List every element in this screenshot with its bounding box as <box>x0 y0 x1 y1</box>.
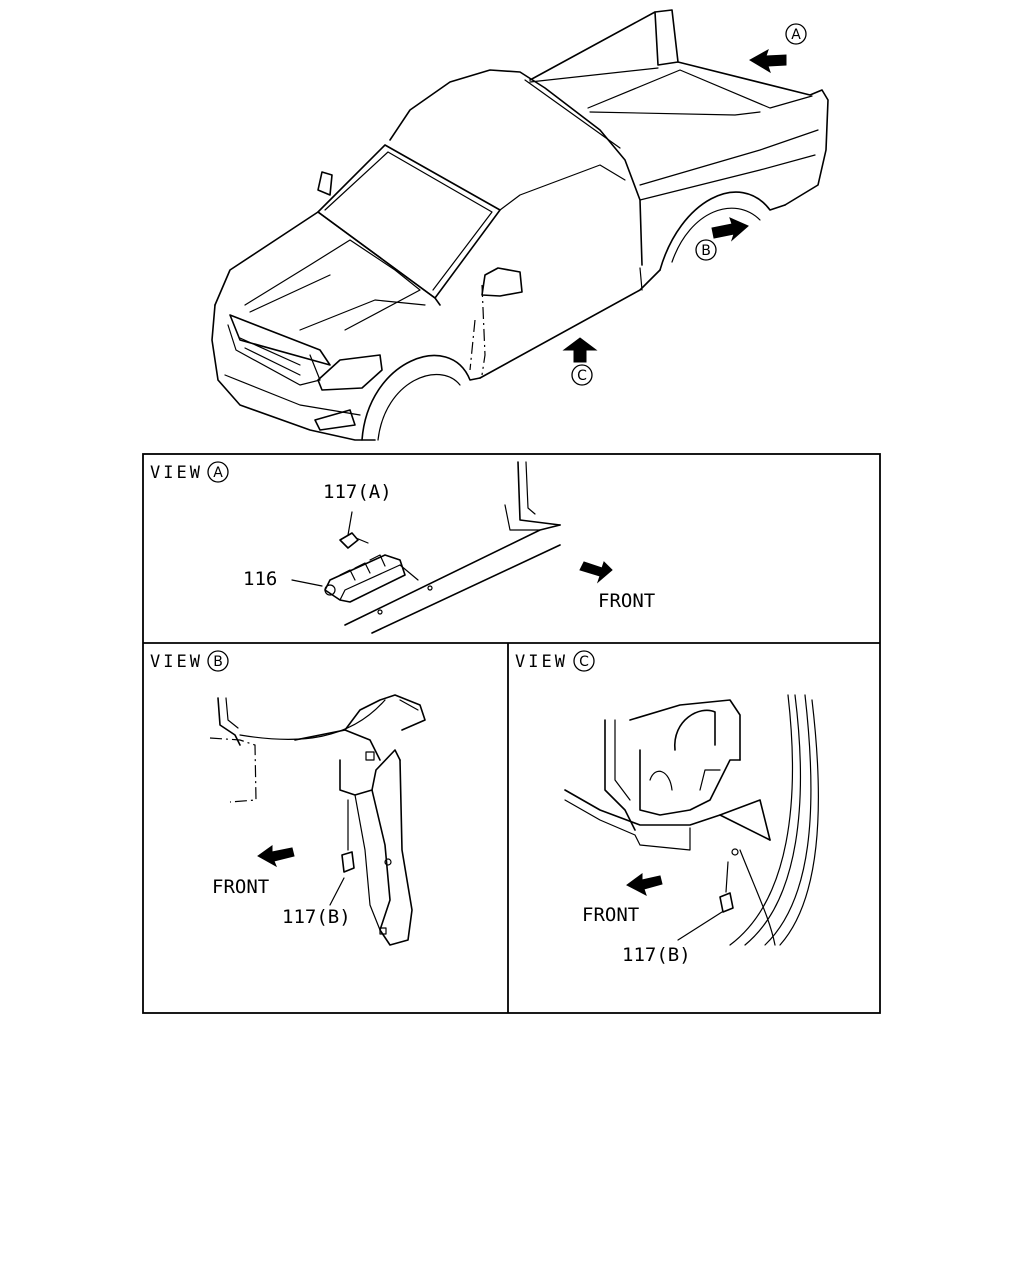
part-117b-label-c: 117(B) <box>622 944 691 966</box>
front-arrow-icon <box>626 873 663 897</box>
front-label-c: FRONT <box>582 904 639 926</box>
views-frame <box>142 453 881 1014</box>
part-116-label: 116 <box>243 568 277 590</box>
callout-a-letter: A <box>791 27 801 43</box>
view-a-panel: VIEW A 117(A) 116 FRONT <box>150 461 655 634</box>
view-c-arrow-icon <box>562 337 598 363</box>
pickup-truck-illustration <box>211 9 829 441</box>
callout-c: C <box>571 364 593 386</box>
view-b-panel: VIEW B FRONT 117(B) <box>150 650 426 946</box>
view-b-title: VIEW <box>150 652 203 672</box>
front-label-b: FRONT <box>212 876 269 898</box>
view-c-title: VIEW <box>515 652 568 672</box>
view-a-letter: A <box>213 465 223 481</box>
front-arrow-icon <box>257 845 295 868</box>
view-c-letter: C <box>579 654 589 670</box>
callout-b: B <box>695 239 717 261</box>
front-arrow-icon <box>579 561 613 584</box>
callout-b-letter: B <box>701 243 711 259</box>
callout-a: A <box>785 23 807 45</box>
view-a-title: VIEW <box>150 463 203 483</box>
callout-c-letter: C <box>577 368 587 384</box>
view-a-arrow-icon <box>749 48 787 74</box>
view-b-letter: B <box>213 654 223 670</box>
front-label-a: FRONT <box>598 590 655 612</box>
view-b-arrow-icon <box>711 217 749 242</box>
part-117a-label: 117(A) <box>323 481 392 503</box>
part-117b-label-b: 117(B) <box>282 906 351 928</box>
view-c-panel: VIEW C FRONT 117(B) <box>515 650 819 966</box>
